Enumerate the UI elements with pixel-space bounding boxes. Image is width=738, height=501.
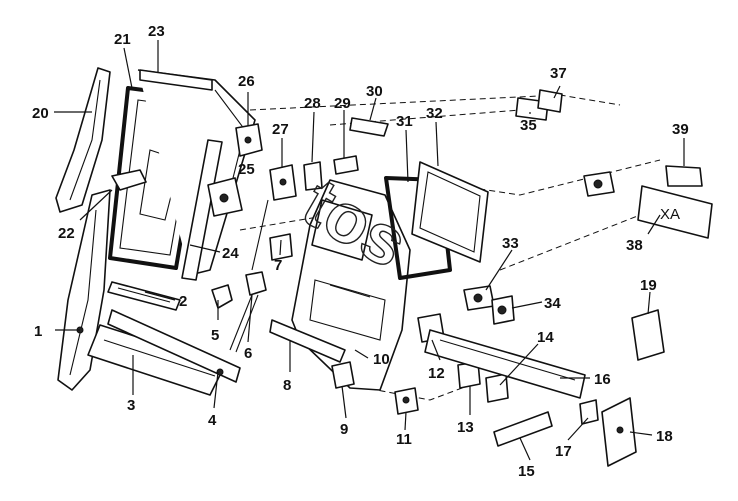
callout-12: 12 [428,365,445,382]
callout-25: 25 [238,161,255,178]
callout-15: 15 [518,463,535,480]
part-34-latch [491,295,515,325]
part-29-clip [333,155,359,175]
callout-3: 3 [127,397,135,414]
callout-5: 5 [211,327,219,344]
callout-2: 2 [179,293,187,310]
callouts: 1 2 3 4 5 6 7 8 9 10 11 12 13 14 15 16 1… [32,23,689,480]
part-15-plate [493,411,553,447]
callout-30: 30 [366,83,383,100]
part-37-plate [537,89,563,113]
callout-33: 33 [502,235,519,252]
callout-9: 9 [340,421,348,438]
callout-4: 4 [208,412,217,429]
callout-39: 39 [672,121,689,138]
callout-31: 31 [396,113,413,130]
callout-35: 35 [520,117,537,134]
part-20-strip [55,67,111,213]
callout-27: 27 [272,121,289,138]
callout-6: 6 [244,345,252,362]
part-26-bracket [235,123,263,157]
callout-18: 18 [656,428,673,445]
callout-13: 13 [457,419,474,436]
plate-text: ХА [660,206,680,223]
callout-28: 28 [304,95,321,112]
part-9-plate [331,361,355,389]
callout-8: 8 [283,377,291,394]
part-30-handle [349,117,389,137]
callout-29: 29 [334,95,351,112]
handle-assembly [583,171,615,197]
callout-23: 23 [148,23,165,40]
callout-1: 1 [34,323,42,340]
part-1-pillar [57,189,111,391]
callout-10: 10 [373,351,390,368]
callout-26: 26 [238,73,255,90]
leader-lines [54,40,685,461]
callout-14: 14 [537,329,554,346]
part-4-sill-beam [107,309,241,383]
part-33-latch [463,285,495,311]
part-18-corner [601,397,637,467]
callout-21: 21 [114,31,131,48]
part-5-clip [211,284,233,309]
part-8-bracket [269,319,346,363]
part-28-bracket [303,161,323,191]
part-25-hinge [207,177,243,217]
callout-32: 32 [426,105,443,122]
callout-22: 22 [58,225,75,242]
callout-16: 16 [594,371,611,388]
part-11-hinge [394,387,419,415]
part-39-lamp [665,165,703,187]
callout-24: 24 [222,245,239,262]
part-38-plate: ХА [637,185,713,239]
callout-19: 19 [640,277,657,294]
part-22-bracket [111,169,147,191]
part-17-bracket [579,399,599,425]
part-32-glass [411,161,489,263]
part-27-bracket [269,164,297,201]
part-14-bracket [485,373,509,403]
callout-34: 34 [544,295,561,312]
callout-11: 11 [396,431,412,448]
callout-37: 37 [550,65,567,82]
callout-17: 17 [555,443,572,460]
part-16-bar [424,329,586,399]
callout-38: 38 [626,237,643,254]
part-10-door-panel [291,179,411,391]
part-6-rod [229,199,269,353]
callout-7: 7 [274,257,282,274]
part-19-lock [631,309,665,361]
part-2-sill-strip [107,281,181,311]
callout-20: 20 [32,105,49,122]
